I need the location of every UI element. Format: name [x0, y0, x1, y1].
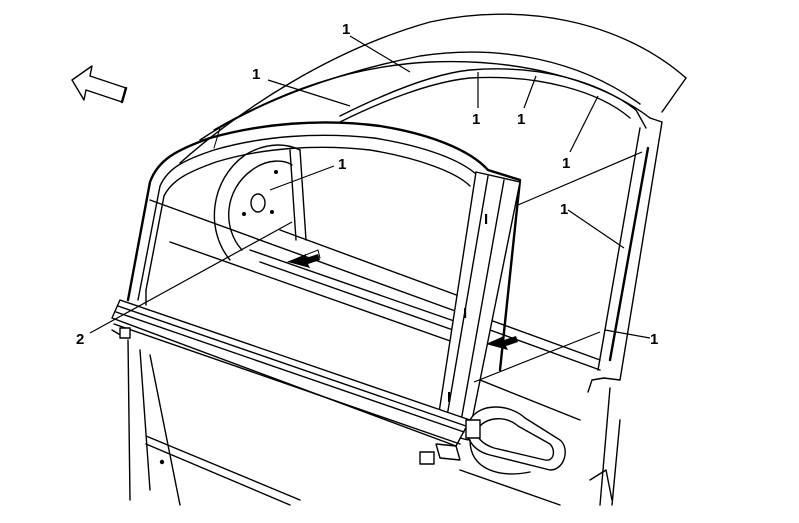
callout-1-b-pillar: 1 [560, 201, 568, 218]
callout-1-roof-seal: 1 [342, 21, 350, 38]
inner-door-panel [149, 144, 601, 371]
callout-1-lower-pillar: 1 [650, 331, 658, 348]
svg-text:I: I [447, 389, 451, 406]
door-handle [465, 406, 566, 475]
leader-lines [89, 35, 651, 383]
callout-1-header-c: 1 [562, 155, 570, 172]
callout-1-roof-front: 1 [252, 66, 260, 83]
callout-labels: 1 1 1 1 1 1 1 1 1 2 [76, 21, 658, 348]
front-direction-arrow-icon [71, 65, 128, 104]
callout-1-inner-panel: 1 [338, 156, 346, 173]
callout-1-header-a: 1 [472, 111, 480, 128]
door-window-frame: I I I [111, 121, 522, 465]
callout-1-header-b: 1 [517, 111, 525, 128]
svg-text:I: I [463, 305, 467, 322]
outer-door-panel [127, 339, 581, 506]
callout-2-window-frame: 2 [76, 331, 84, 348]
svg-text:I: I [484, 211, 488, 228]
